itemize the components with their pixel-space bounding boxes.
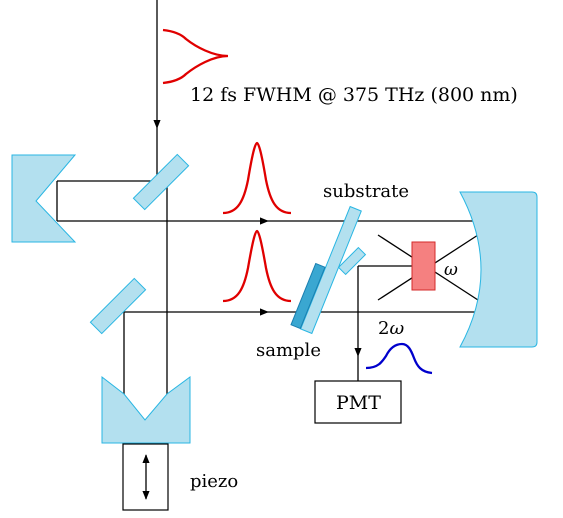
nonlinear-crystal [411,241,436,291]
beam-splitter [132,153,190,211]
sh-pickoff-mirror [337,246,367,276]
lower-retroreflector [101,375,191,444]
steering-mirror [89,277,147,335]
lower-pulse-icon [222,229,292,303]
sample-layer [290,262,326,330]
omega-label: ω [444,260,458,280]
sample-label: sample [256,340,321,361]
upper-pulse-icon [222,141,292,215]
substrate-label: substrate [323,181,409,202]
focusing-mirror [459,191,538,348]
sh-pulse-wave [366,343,412,368]
sh-pulse-icon [365,342,433,375]
two-omega-label: 2ω [378,318,404,339]
two-omega-symbol: ω [389,318,404,339]
substrate-plate [300,205,362,335]
piezo-label: piezo [190,471,238,492]
left-retroreflector [11,154,77,243]
beam-paths [56,0,479,395]
pmt-box [314,380,402,424]
sh-pulse-icon-tail [366,367,414,380]
pulse-spec-label: 12 fs FWHM @ 375 THz (800 nm) [190,84,518,106]
incoming-pulse-curve [162,28,229,85]
pmt-label: PMT [336,392,381,414]
two-omega-number: 2 [378,318,389,339]
